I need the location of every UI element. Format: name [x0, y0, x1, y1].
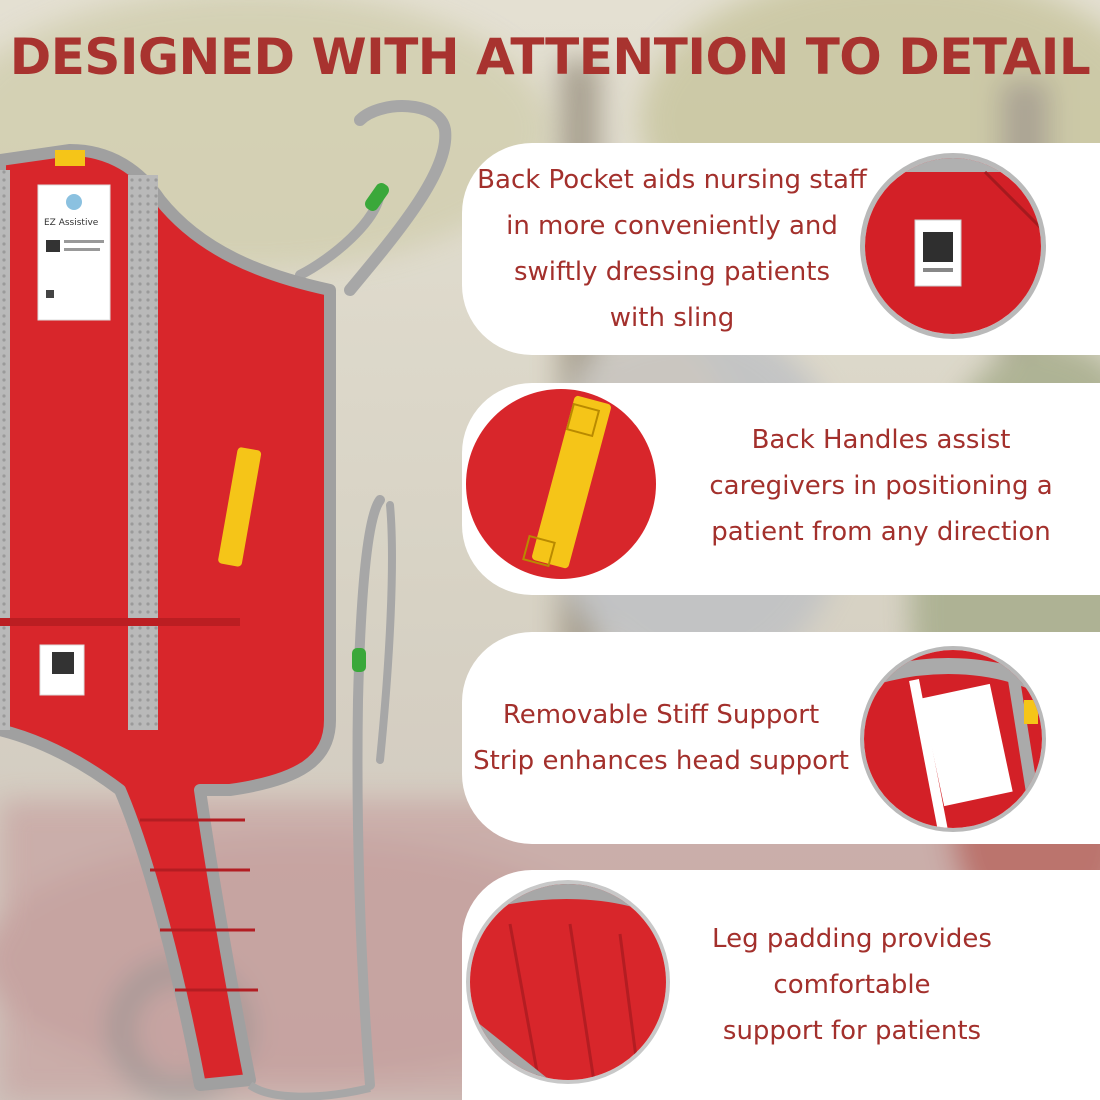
stiff-support-photo: [860, 646, 1046, 832]
leg-padding-photo: [466, 880, 670, 1084]
feature-text-stiff-support: Removable Stiff Support Strip enhances h…: [473, 700, 849, 776]
page-title: DESIGNED WITH ATTENTION TO DETAIL: [9, 28, 1091, 86]
feature-card-back-handles: Back Handles assist caregivers in positi…: [462, 383, 1100, 595]
feature-card-back-pocket: Back Pocket aids nursing staff in more c…: [462, 143, 1100, 355]
back-pocket-photo: [860, 153, 1046, 339]
feature-card-leg-padding: Leg padding provides comfortable support…: [462, 870, 1100, 1100]
feature-text-leg-padding: Leg padding provides comfortable support…: [712, 924, 992, 1046]
back-handles-photo: [466, 389, 656, 579]
feature-text-back-handles: Back Handles assist caregivers in positi…: [709, 425, 1053, 547]
label-brand: EZ Assistive: [44, 218, 99, 228]
feature-card-stiff-support: Removable Stiff Support Strip enhances h…: [462, 632, 1100, 844]
feature-text-back-pocket: Back Pocket aids nursing staff in more c…: [477, 165, 867, 333]
sling-illustration: EZ Assistive: [0, 100, 452, 1100]
